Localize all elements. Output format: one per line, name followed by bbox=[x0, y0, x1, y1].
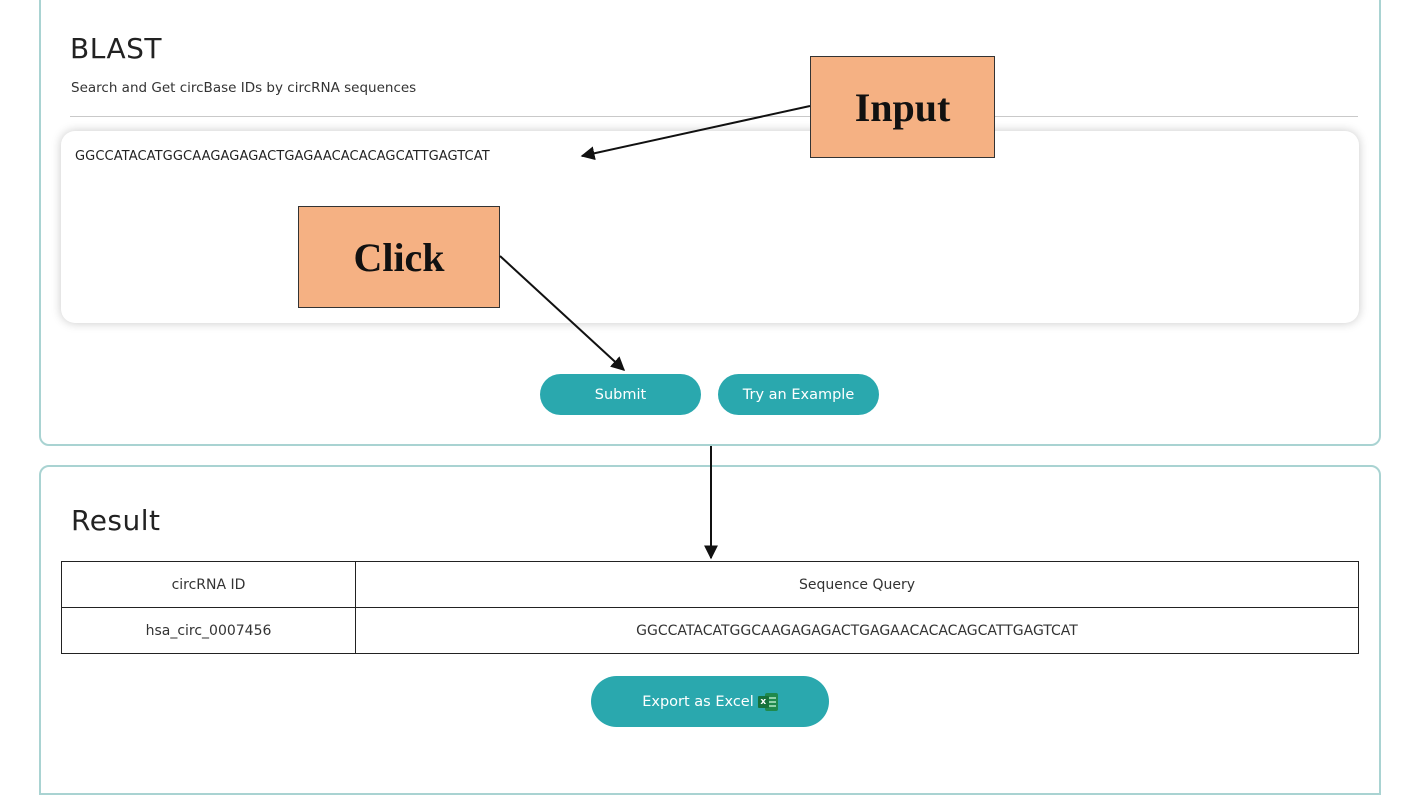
table-header-row: circRNA ID Sequence Query bbox=[61, 561, 1359, 608]
sequence-input-value[interactable]: GGCCATACATGGCAAGAGAGACTGAGAACACACAGCATTG… bbox=[75, 149, 490, 164]
click-callout: Click bbox=[298, 206, 500, 308]
sequence-input[interactable]: GGCCATACATGGCAAGAGAGACTGAGAACACACAGCATTG… bbox=[61, 131, 1359, 323]
export-excel-label: Export as Excel bbox=[642, 693, 754, 710]
column-header-circrna-id: circRNA ID bbox=[61, 561, 356, 608]
cell-sequence-query: GGCCATACATGGCAAGAGAGACTGAGAACACACAGCATTG… bbox=[355, 607, 1359, 654]
page-title: BLAST bbox=[70, 32, 162, 65]
input-callout: Input bbox=[810, 56, 995, 158]
cell-circrna-id: hsa_circ_0007456 bbox=[61, 607, 356, 654]
page-subtitle: Search and Get circBase IDs by circRNA s… bbox=[71, 80, 417, 96]
divider bbox=[70, 116, 1358, 117]
column-header-sequence-query: Sequence Query bbox=[355, 561, 1359, 608]
excel-icon: x bbox=[757, 692, 778, 711]
table-row: hsa_circ_0007456 GGCCATACATGGCAAGAGAGACT… bbox=[61, 607, 1359, 654]
export-excel-button[interactable]: Export as Excel x bbox=[591, 676, 829, 727]
result-table: circRNA ID Sequence Query hsa_circ_00074… bbox=[61, 561, 1359, 654]
try-example-button[interactable]: Try an Example bbox=[718, 374, 879, 415]
result-title: Result bbox=[71, 504, 161, 537]
blast-panel bbox=[39, 0, 1381, 446]
submit-button[interactable]: Submit bbox=[540, 374, 701, 415]
